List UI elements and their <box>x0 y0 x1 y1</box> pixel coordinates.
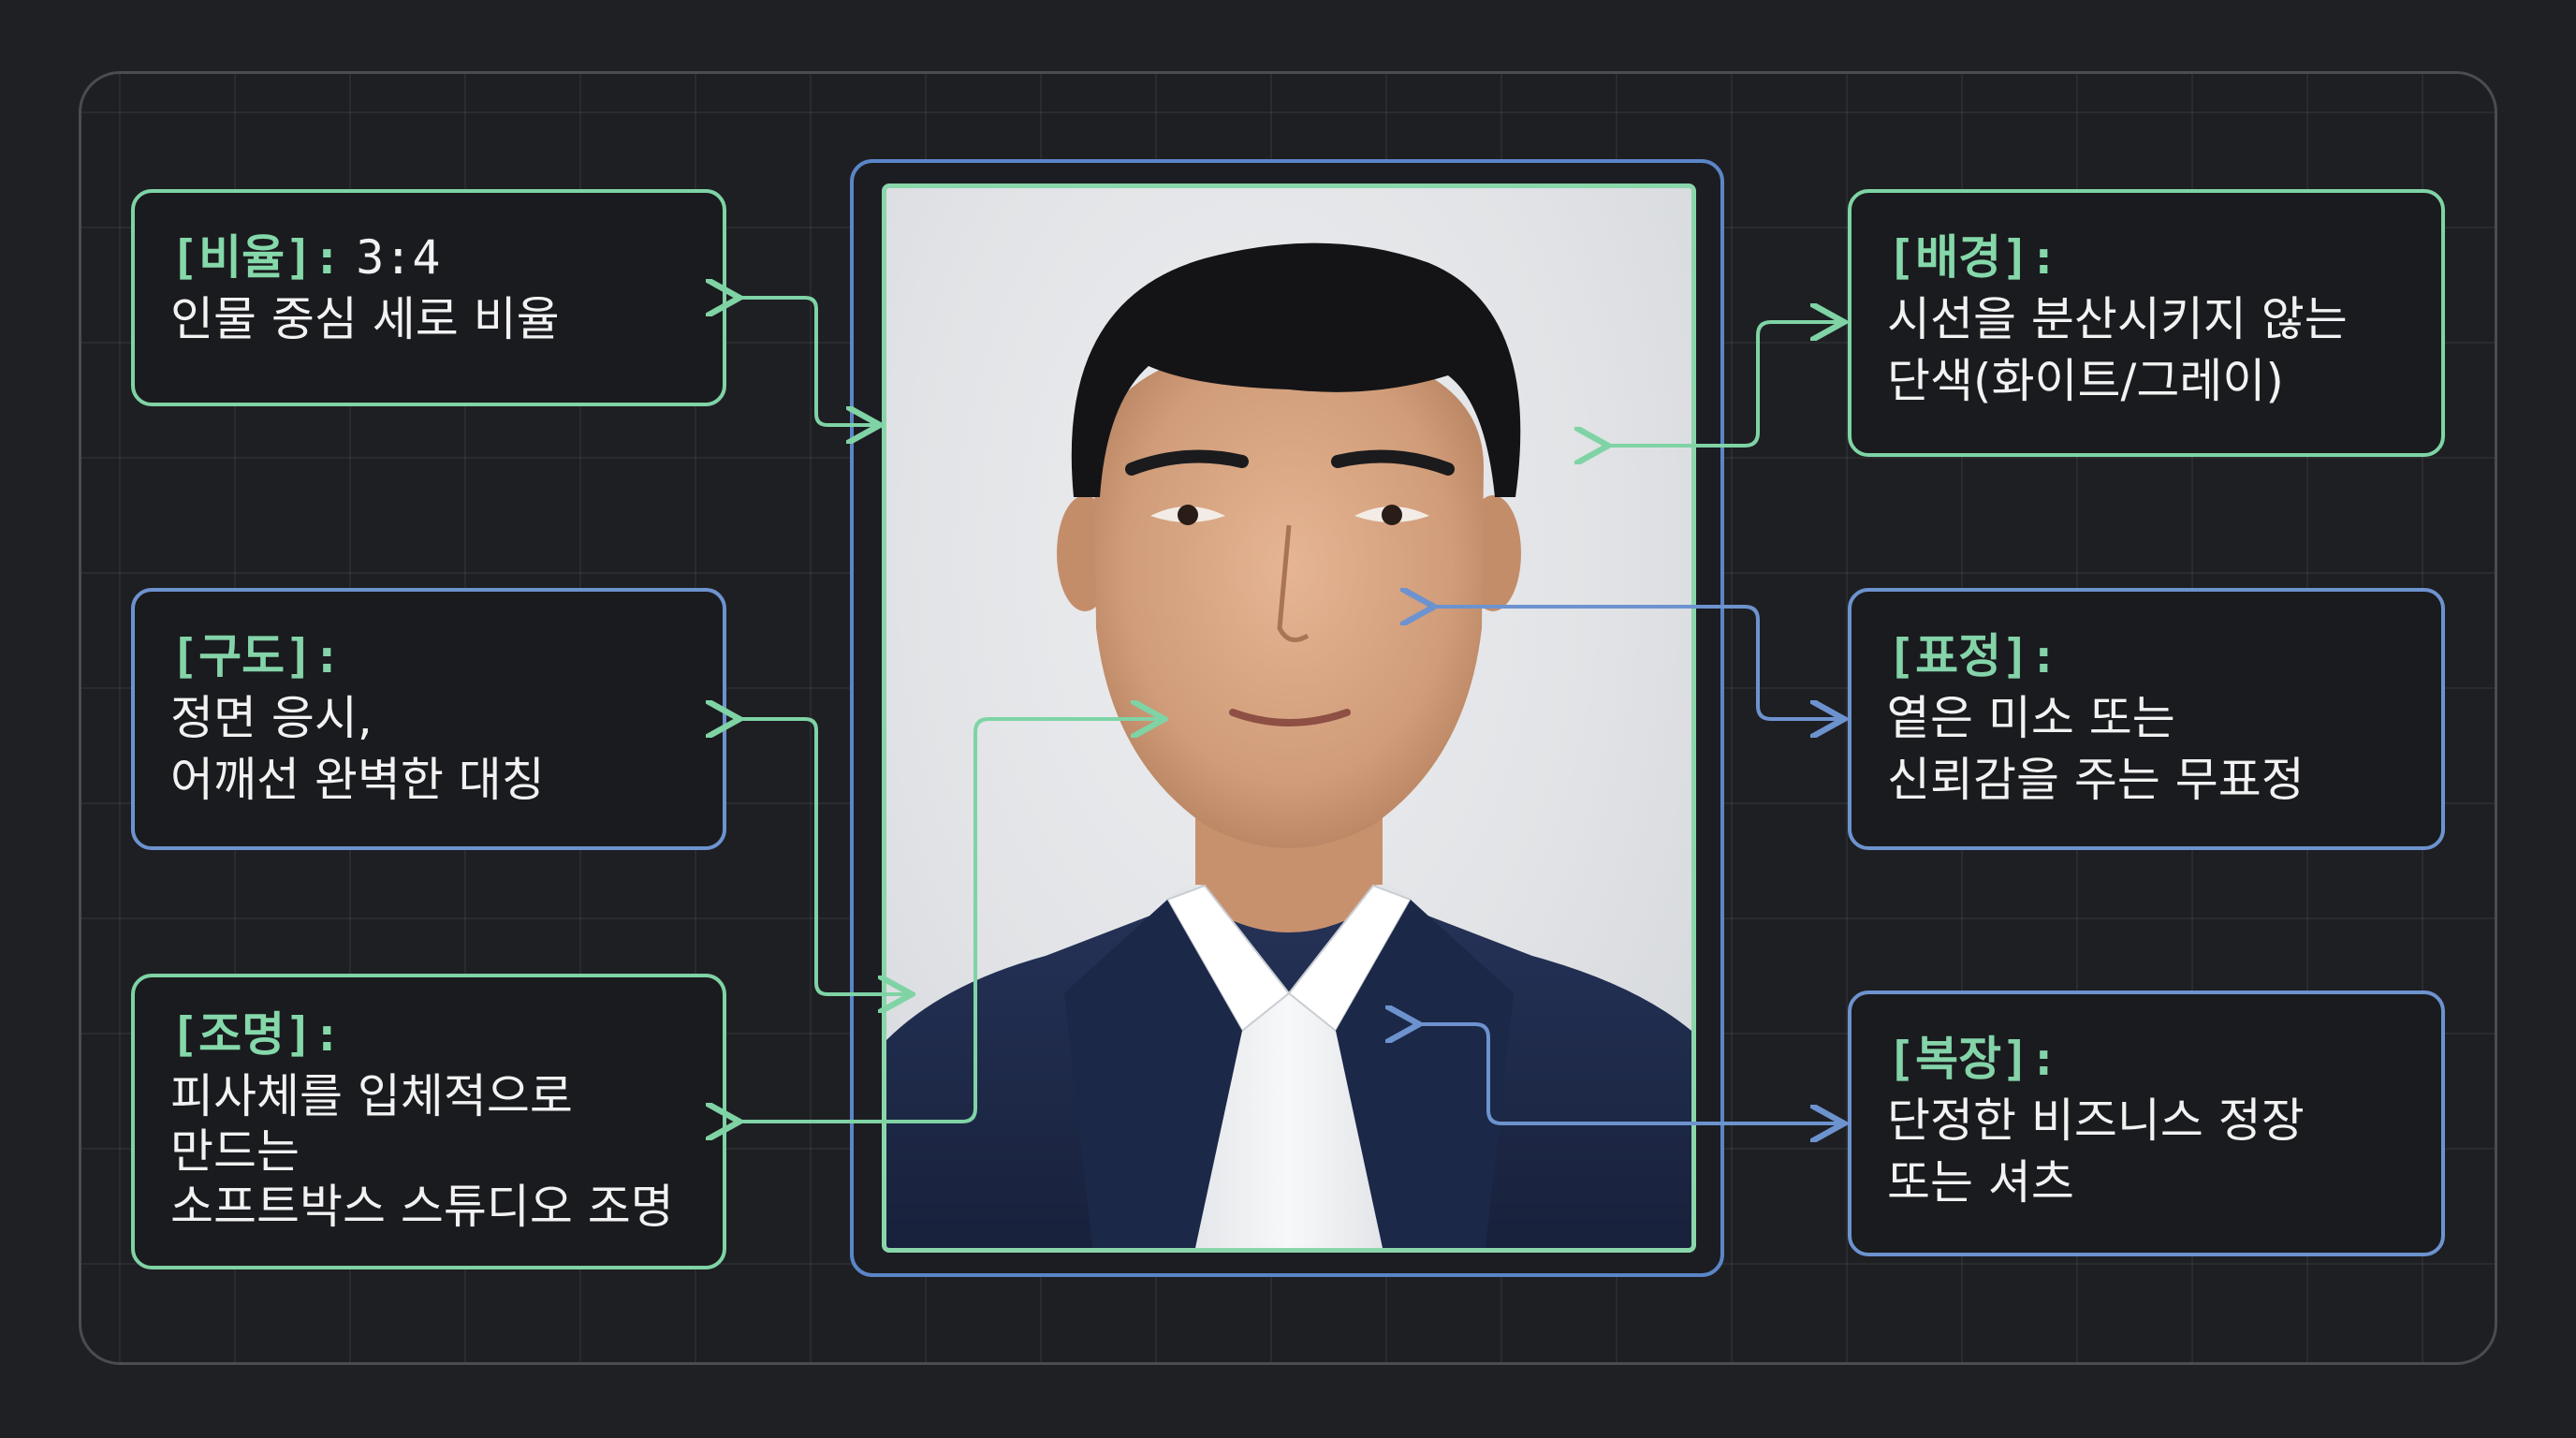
mouth <box>1229 709 1351 726</box>
eyebrow-right <box>1331 449 1455 476</box>
lighting-line-3: 소프트박스 스튜디오 조명 <box>170 1180 674 1234</box>
ratio-line-1: 인물 중심 세로 비율 <box>170 292 560 346</box>
face <box>1093 338 1485 848</box>
expression-connector <box>1430 607 1840 719</box>
ratio-callout: [비율]: 3:4 인물 중심 세로 비율 <box>131 189 726 406</box>
background-callout: [배경]: 시선을 분산시키지 않는 단색(화이트/그레이) <box>1848 189 2445 457</box>
attire-callout: [복장]: 단정한 비즈니스 정장 또는 셔츠 <box>1848 990 2445 1256</box>
expression-callout: [표정]: 옅은 미소 또는 신뢰감을 주는 무표정 <box>1848 588 2445 850</box>
nose <box>1277 524 1310 642</box>
composition-key: [구도]: <box>170 629 342 683</box>
lighting-connector <box>736 719 1161 1122</box>
ratio-connector <box>736 298 876 425</box>
composition-line-2: 어깨선 완벽한 대칭 <box>170 753 545 807</box>
hair <box>1071 242 1521 497</box>
background-line-2: 단색(화이트/그레이) <box>1887 354 2284 408</box>
attire-line-1: 단정한 비즈니스 정장 <box>1887 1093 2305 1148</box>
person-portrait-icon <box>886 242 1691 1248</box>
ratio-value: 3:4 <box>356 230 441 285</box>
composition-callout: [구도]: 정면 응시, 어깨선 완벽한 대칭 <box>131 588 726 850</box>
composition-connector <box>736 719 908 994</box>
expression-line-2: 신뢰감을 주는 무표정 <box>1887 753 2305 807</box>
lighting-callout: [조명]: 피사체를 입체적으로 만드는 소프트박스 스튜디오 조명 <box>131 974 726 1269</box>
background-key: [배경]: <box>1887 230 2058 285</box>
expression-key: [표정]: <box>1887 629 2058 683</box>
attire-connector <box>1415 1024 1840 1123</box>
eyebrow-left <box>1125 449 1249 476</box>
lighting-line-2: 만드는 <box>170 1124 300 1179</box>
lighting-key: [조명]: <box>170 1007 342 1062</box>
pupil-left <box>1178 505 1198 525</box>
lighting-line-1: 피사체를 입체적으로 <box>170 1069 573 1123</box>
background-line-1: 시선을 분산시키지 않는 <box>1887 292 2348 346</box>
shirt-collar-right <box>1287 884 1412 1033</box>
attire-key: [복장]: <box>1887 1032 2058 1086</box>
expression-line-1: 옅은 미소 또는 <box>1887 691 2175 745</box>
composition-line-1: 정면 응시, <box>170 691 373 745</box>
attire-line-2: 또는 셔츠 <box>1887 1155 2074 1210</box>
pupil-right <box>1382 505 1402 525</box>
ratio-key: [비율]: <box>170 230 342 285</box>
background-connector <box>1604 322 1840 446</box>
